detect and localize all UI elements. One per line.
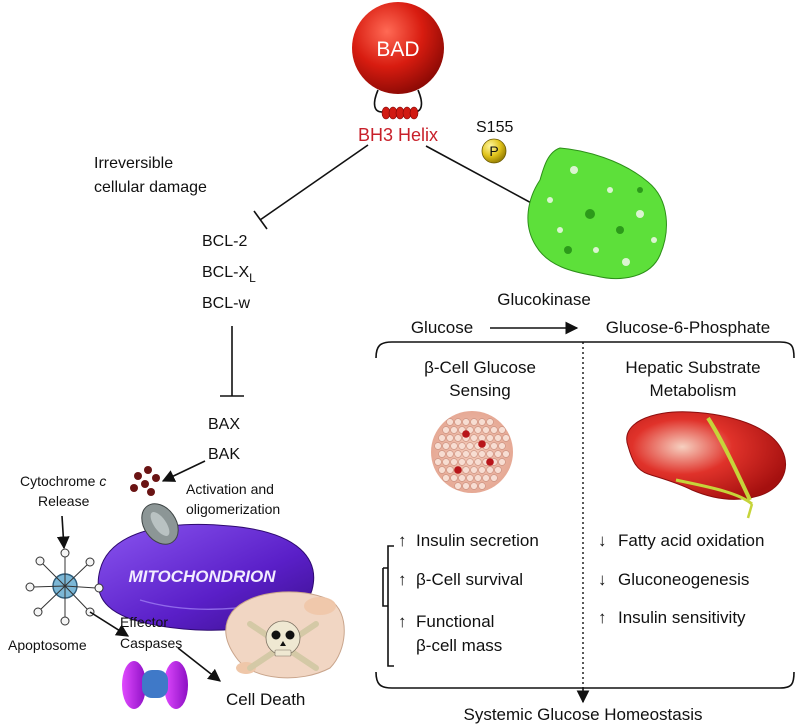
- damage-text-line1: Irreversible: [94, 155, 173, 172]
- cytochrome-label-line2: Release: [38, 493, 90, 509]
- apoptosome-icon: [25, 548, 104, 626]
- hepatic-effect-arrow-icon: ↓: [598, 531, 607, 550]
- mitochondrion-label: MITOCHONDRION: [128, 567, 276, 586]
- apoptosome-label: Apoptosome: [8, 637, 87, 653]
- bad-to-glucokinase-arrow: [425, 145, 550, 213]
- glucose-label: Glucose: [411, 318, 473, 337]
- bad-protein: BAD BH3 Helix: [352, 2, 444, 145]
- bclw-label: BCL-w: [202, 295, 250, 312]
- outcome-bracket: [375, 341, 795, 689]
- damage-text-line2: cellular damage: [94, 179, 207, 196]
- hepatic-effect-text: Gluconeogenesis: [618, 570, 749, 589]
- release-to-apoptosome-arrow: [56, 515, 70, 550]
- apoptosome-to-caspase-arrow: [89, 611, 130, 637]
- g6p-label: Glucose-6-Phosphate: [606, 318, 770, 337]
- hepatic-effect-arrow-icon: ↑: [598, 608, 607, 627]
- cytochrome-label-line1: Cytochrome c: [20, 473, 106, 489]
- beta-effect-3: ↑ Functional β-cell mass: [398, 612, 502, 655]
- cytochrome-c-icon: [130, 466, 160, 496]
- phosphate-icon: [481, 138, 507, 164]
- beta-effect-text-line2: β-cell mass: [416, 636, 502, 655]
- activation-line1: Activation and: [186, 481, 274, 497]
- phospho-site: S155 P: [476, 119, 513, 164]
- beta-title-line2: Sensing: [449, 381, 510, 400]
- hepatic-title-line1: Hepatic Substrate: [625, 358, 760, 377]
- beta-effect-arrow-icon: ↑: [398, 612, 407, 631]
- hepatic-effect-text: Fatty acid oxidation: [618, 531, 764, 550]
- beta-effect-2: ↑ β-Cell survival: [398, 570, 523, 589]
- bax-label: BAX: [208, 416, 240, 433]
- hepatic-effect-3: ↑ Insulin sensitivity: [598, 608, 746, 627]
- beta-effects-bracket: [382, 545, 394, 667]
- bh3-helix-label: BH3 Helix: [358, 125, 438, 145]
- activation-line2: oligomerization: [186, 501, 280, 517]
- beta-effect-text: β-Cell survival: [416, 570, 523, 589]
- bad-label: BAD: [376, 38, 419, 61]
- beta-effect-1: ↑ Insulin secretion: [398, 531, 539, 550]
- bad-sphere: [352, 2, 444, 94]
- bak-label: BAK: [208, 446, 240, 463]
- liver-icon: [626, 411, 787, 519]
- bh3-helix-icon: [381, 106, 419, 120]
- hepatic-effect-arrow-icon: ↓: [598, 570, 607, 589]
- inhibition-bax-arm: [220, 326, 244, 397]
- bclxl-label: BCL-XL: [202, 264, 256, 285]
- phosphate-symbol: P: [489, 143, 498, 159]
- beta-effect-arrow-icon: ↑: [398, 570, 407, 589]
- bcl2-label: BCL-2: [202, 233, 247, 250]
- beta-title-line1: β-Cell Glucose: [424, 358, 536, 377]
- cell-death-icon: [225, 591, 345, 679]
- beta-effect-text: Functional: [416, 612, 494, 631]
- bak-to-cytochrome-arrow: [161, 460, 206, 482]
- phospho-site-label: S155: [476, 119, 513, 136]
- bad-linker-left: [373, 89, 383, 113]
- islet-icon: [431, 411, 513, 493]
- inhibition-bcl2-arm: [253, 144, 369, 230]
- beta-effect-text: Insulin secretion: [416, 531, 539, 550]
- hepatic-title-line2: Metabolism: [650, 381, 737, 400]
- beta-effect-arrow-icon: ↑: [398, 531, 407, 550]
- hepatic-effect-1: ↓ Fatty acid oxidation: [598, 531, 764, 550]
- hepatic-effect-text: Insulin sensitivity: [618, 608, 746, 627]
- glucokinase-label: Glucokinase: [497, 290, 591, 309]
- cell-death-label: Cell Death: [226, 690, 305, 709]
- effector-line1: Effector: [120, 614, 168, 630]
- caspase-to-death-arrow: [177, 647, 222, 682]
- systemic-label: Systemic Glucose Homeostasis: [463, 705, 702, 724]
- effector-line2: Caspases: [120, 635, 182, 651]
- glucokinase-structure-icon: [527, 147, 667, 279]
- hepatic-effect-2: ↓ Gluconeogenesis: [598, 570, 749, 589]
- effector-caspase-icon: [122, 661, 188, 709]
